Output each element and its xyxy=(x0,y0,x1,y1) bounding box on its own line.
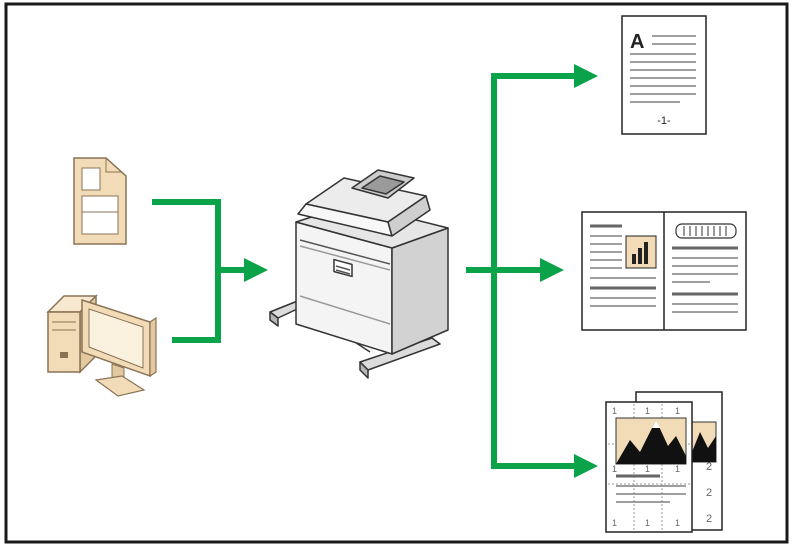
document-heading-letter: A xyxy=(630,31,644,53)
text-document-icon: A -1- xyxy=(621,15,707,135)
tiled-poster-icon: 2 2 2 1 1 1 1 1 1 1 1 1 xyxy=(605,391,723,533)
tile-number: 1 xyxy=(645,406,650,416)
tile-number: 1 xyxy=(645,518,650,528)
sd-card-icon xyxy=(73,157,127,245)
back-page-number-2: 2 xyxy=(706,487,712,499)
tile-number: 1 xyxy=(675,406,680,416)
two-page-spread-icon xyxy=(581,211,747,331)
output-arrowhead-middle xyxy=(540,258,564,282)
input-arrowhead xyxy=(244,258,268,282)
tile-number: 1 xyxy=(612,518,617,528)
input-connector xyxy=(152,199,246,343)
back-page-number-3: 2 xyxy=(706,513,712,525)
back-page-number-1: 2 xyxy=(706,461,712,473)
tile-number: 1 xyxy=(675,518,680,528)
tile-number: 1 xyxy=(645,464,650,474)
output-arrowhead-top xyxy=(574,64,598,88)
desktop-computer-icon xyxy=(46,294,157,397)
output-arrowhead-bottom xyxy=(574,454,598,478)
tile-number: 1 xyxy=(612,464,617,474)
output-connector xyxy=(466,73,578,469)
wide-format-printer-icon xyxy=(269,169,449,379)
document-page-number: -1- xyxy=(657,115,671,127)
tile-number: 1 xyxy=(675,464,680,474)
tile-number: 1 xyxy=(612,406,617,416)
